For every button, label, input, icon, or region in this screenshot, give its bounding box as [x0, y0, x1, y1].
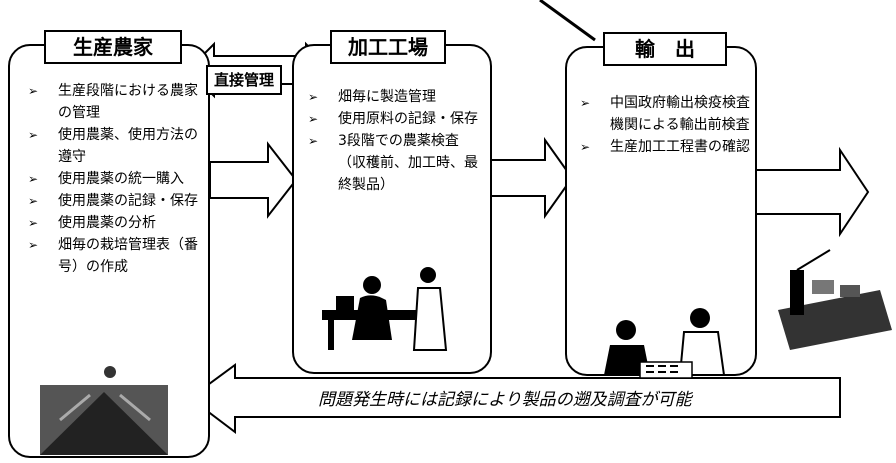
- list-item: ➢使用農薬の記録・保存: [28, 190, 208, 212]
- bullet-icon: ➢: [28, 172, 39, 186]
- list-item: ➢使用原料の記録・保存: [308, 108, 482, 130]
- list-item: ➢使用農薬の分析: [28, 212, 208, 234]
- bullet-icon: ➢: [308, 90, 319, 104]
- flow-arrow-factory-to-export: [487, 136, 574, 220]
- flow-arrow-farm-to-factory: [209, 141, 298, 219]
- bullet-icon: ➢: [308, 134, 319, 148]
- factory-items-list: ➢畑毎に製造管理 ➢使用原料の記録・保存 ➢3段階での農薬検査（収穫前、加工時、…: [308, 86, 482, 196]
- export-panel-title: 輸 出: [603, 32, 727, 66]
- bullet-icon: ➢: [28, 84, 39, 98]
- bullet-icon: ➢: [580, 140, 591, 154]
- list-item: ➢使用農薬、使用方法の遵守: [28, 124, 208, 168]
- feedback-caption: 問題発生時には記録により製品の遡及調査が可能: [318, 390, 692, 410]
- feedback-arrow: [188, 363, 841, 435]
- bullet-icon: ➢: [28, 194, 39, 208]
- list-item: ➢生産加工工程書の確認: [580, 136, 750, 158]
- factory-panel-title: 加工工場: [330, 30, 446, 64]
- farm-panel-title: 生産農家: [44, 30, 182, 64]
- farm-items-list: ➢生産段階における農家の管理 ➢使用農薬、使用方法の遵守 ➢使用農薬の統一購入 …: [28, 80, 208, 278]
- export-items-list: ➢中国政府輸出検疫検査機関による輸出前検査 ➢生産加工工程書の確認: [580, 92, 750, 158]
- list-item: ➢3段階での農薬検査（収穫前、加工時、最終製品）: [308, 130, 482, 196]
- list-item: ➢使用農薬の統一購入: [28, 168, 208, 190]
- list-item: ➢畑毎に製造管理: [308, 86, 482, 108]
- bullet-icon: ➢: [28, 216, 39, 230]
- direct-management-label: 直接管理: [206, 65, 283, 95]
- flow-arrow-export-out: [751, 146, 870, 238]
- list-item: ➢生産段階における農家の管理: [28, 80, 208, 124]
- diagonal-pointer-line: [539, 0, 596, 42]
- bullet-icon: ➢: [308, 112, 319, 126]
- bullet-icon: ➢: [28, 238, 39, 252]
- list-item: ➢中国政府輸出検疫検査機関による輸出前検査: [580, 92, 750, 136]
- bullet-icon: ➢: [28, 128, 39, 142]
- bullet-icon: ➢: [580, 96, 591, 110]
- list-item: ➢畑毎の栽培管理表（番号）の作成: [28, 234, 208, 278]
